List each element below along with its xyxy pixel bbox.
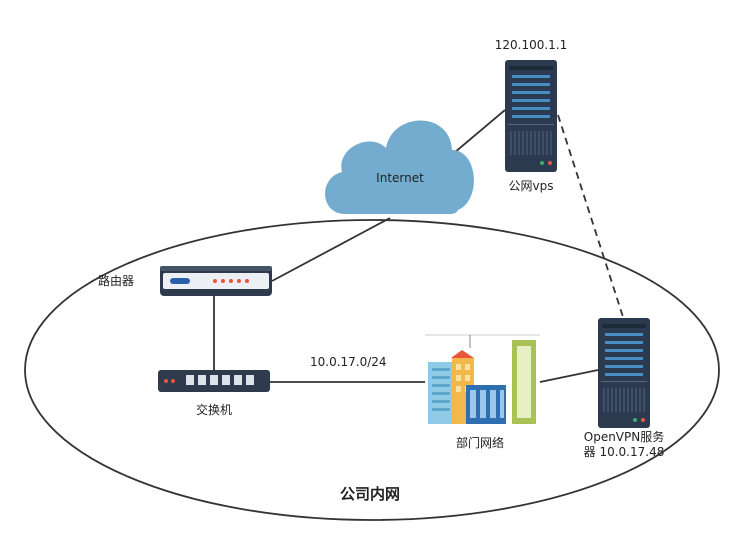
openvpn-label-line1: OpenVPN服务 <box>583 430 665 444</box>
router-icon <box>160 266 272 296</box>
openvpn-label-line2: 器 10.0.17.48 <box>583 445 665 459</box>
vps-ip-label: 120.100.1.1 <box>494 38 568 52</box>
cloud-icon <box>325 120 474 214</box>
link-cloud-router <box>271 217 391 282</box>
link-dept-openvpn <box>539 369 599 383</box>
switch-label: 交换机 <box>195 403 232 417</box>
switch-icon <box>158 370 270 392</box>
buildings-icon <box>425 334 540 424</box>
vps-name-label: 公网vps <box>508 179 554 193</box>
dept-network-label: 部门网络 <box>455 436 504 450</box>
subnet-label: 10.0.17.0/24 <box>310 355 387 369</box>
company-lan-boundary <box>24 219 720 521</box>
router-label: 路由器 <box>98 274 135 288</box>
server-icon <box>505 60 557 172</box>
company-lan-label: 公司内网 <box>339 485 400 503</box>
vpn-tunnel-dashed <box>557 114 625 321</box>
link-cloud-vps <box>447 109 506 159</box>
internet-label: Internet <box>376 171 424 185</box>
server-icon <box>598 318 650 428</box>
